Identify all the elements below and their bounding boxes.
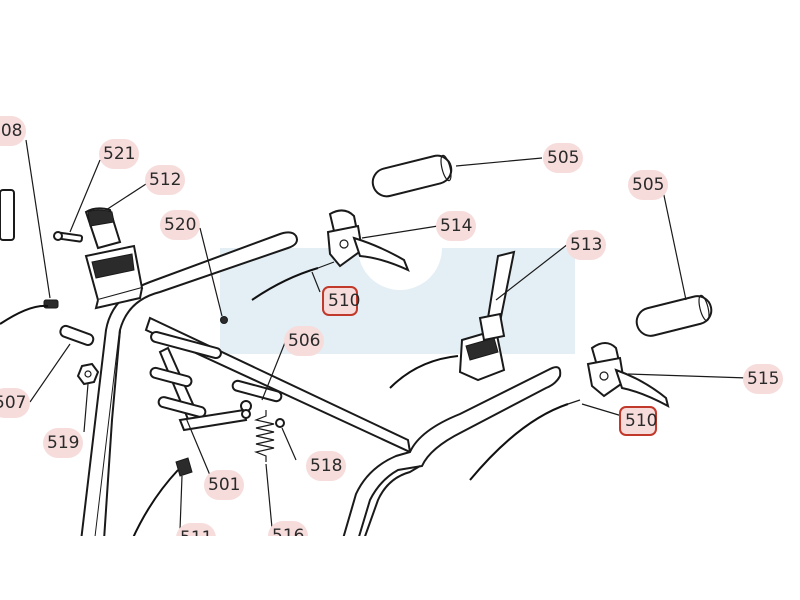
part-516-spring <box>253 410 275 462</box>
callout-514: 514 <box>436 211 477 241</box>
part-521-bolt <box>53 231 84 243</box>
callout-510-highlighted: 510 <box>322 286 360 316</box>
part-520-screw <box>220 316 228 324</box>
part-514-lever <box>326 209 410 272</box>
part-515-lever <box>586 342 670 408</box>
bottom-margin <box>0 536 800 600</box>
callout-518: 518 <box>306 451 347 481</box>
cables <box>0 261 581 541</box>
callout-506: 506 <box>284 326 325 356</box>
callout-505-left: 505 <box>543 143 584 173</box>
callout-512: 512 <box>145 165 186 195</box>
part-505-grip-right <box>635 294 713 337</box>
callout-508: 508 <box>0 116 27 146</box>
callout-505-right: 505 <box>628 170 669 200</box>
part-506-rod <box>231 379 285 428</box>
callout-515: 515 <box>743 364 784 394</box>
part-505-grip-left <box>371 154 453 198</box>
part-519-nut <box>76 362 100 386</box>
part-513-lever <box>458 250 516 382</box>
callout-501: 501 <box>204 470 245 500</box>
callout-520: 520 <box>160 210 201 240</box>
part-507-pin <box>59 324 95 347</box>
callout-519: 519 <box>43 428 84 458</box>
callout-513: 513 <box>566 230 607 260</box>
callout-507: 507 <box>0 388 31 418</box>
leader-lines <box>25 139 749 531</box>
part-501-bracket <box>149 330 248 432</box>
part-508-connector <box>0 189 59 309</box>
callout-510-highlighted: 510 <box>619 406 657 436</box>
part-512-throttle <box>84 207 144 310</box>
callout-521: 521 <box>99 139 140 169</box>
